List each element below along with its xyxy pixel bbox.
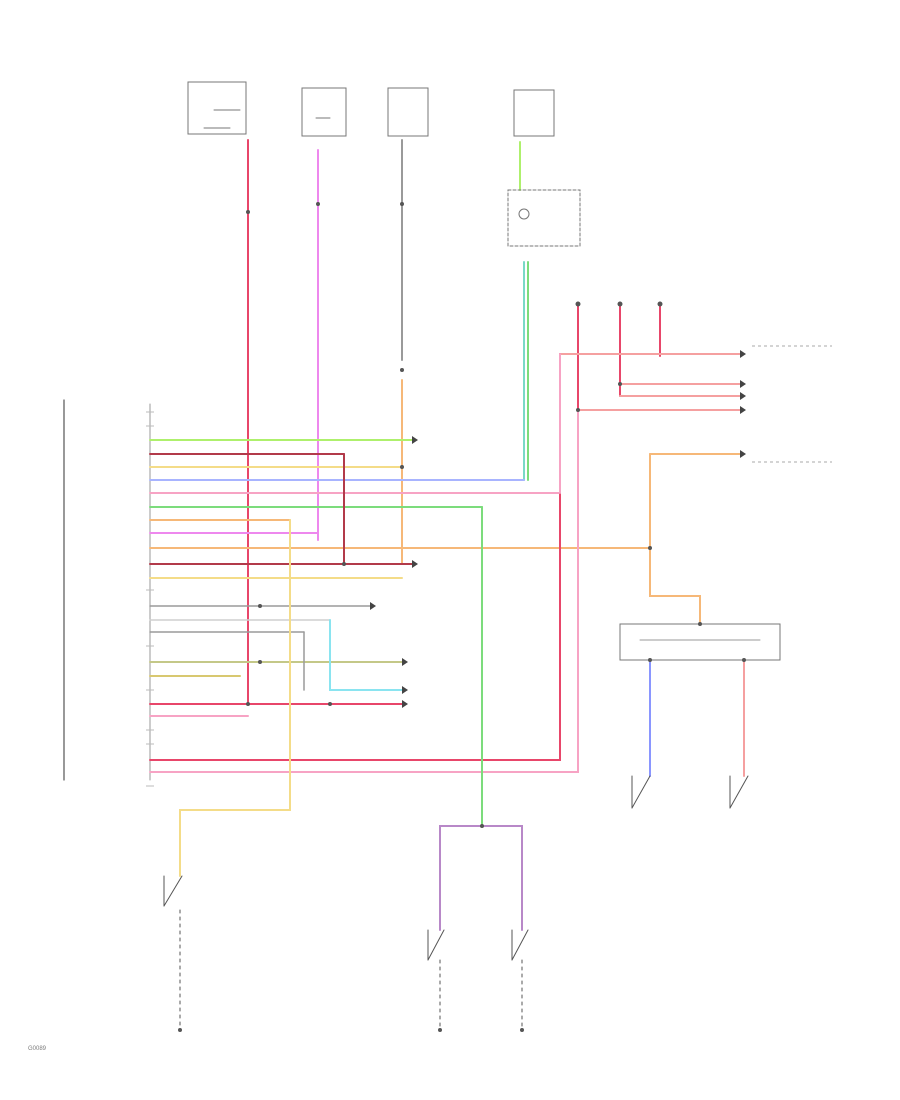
lamp-right-symbol	[729, 775, 749, 809]
module-pin-ticks	[146, 411, 154, 787]
wire-cyan-run	[329, 619, 403, 691]
door-switch-right	[511, 929, 529, 1031]
door-switch-left	[427, 929, 445, 1031]
wire-purple-loop	[439, 825, 523, 931]
fuse-block-d	[513, 89, 555, 137]
fuse-block-c	[387, 87, 429, 137]
fuse-block-b	[301, 87, 347, 137]
fuse-block-a	[187, 81, 247, 135]
arrow-terminals	[370, 350, 746, 708]
wire-return-1	[149, 353, 561, 761]
wire-yellow-down	[179, 519, 291, 877]
figure-id: G0089	[28, 1046, 47, 1052]
lamp-left-symbol	[631, 775, 651, 809]
wire-orange-to-box	[649, 453, 701, 625]
lamp-module-box	[619, 623, 781, 661]
edge-dashes	[752, 345, 832, 463]
key-switch-left	[163, 875, 183, 1031]
wire-return-2	[149, 409, 579, 773]
relay-module	[507, 189, 581, 247]
splice-points	[178, 202, 746, 1032]
